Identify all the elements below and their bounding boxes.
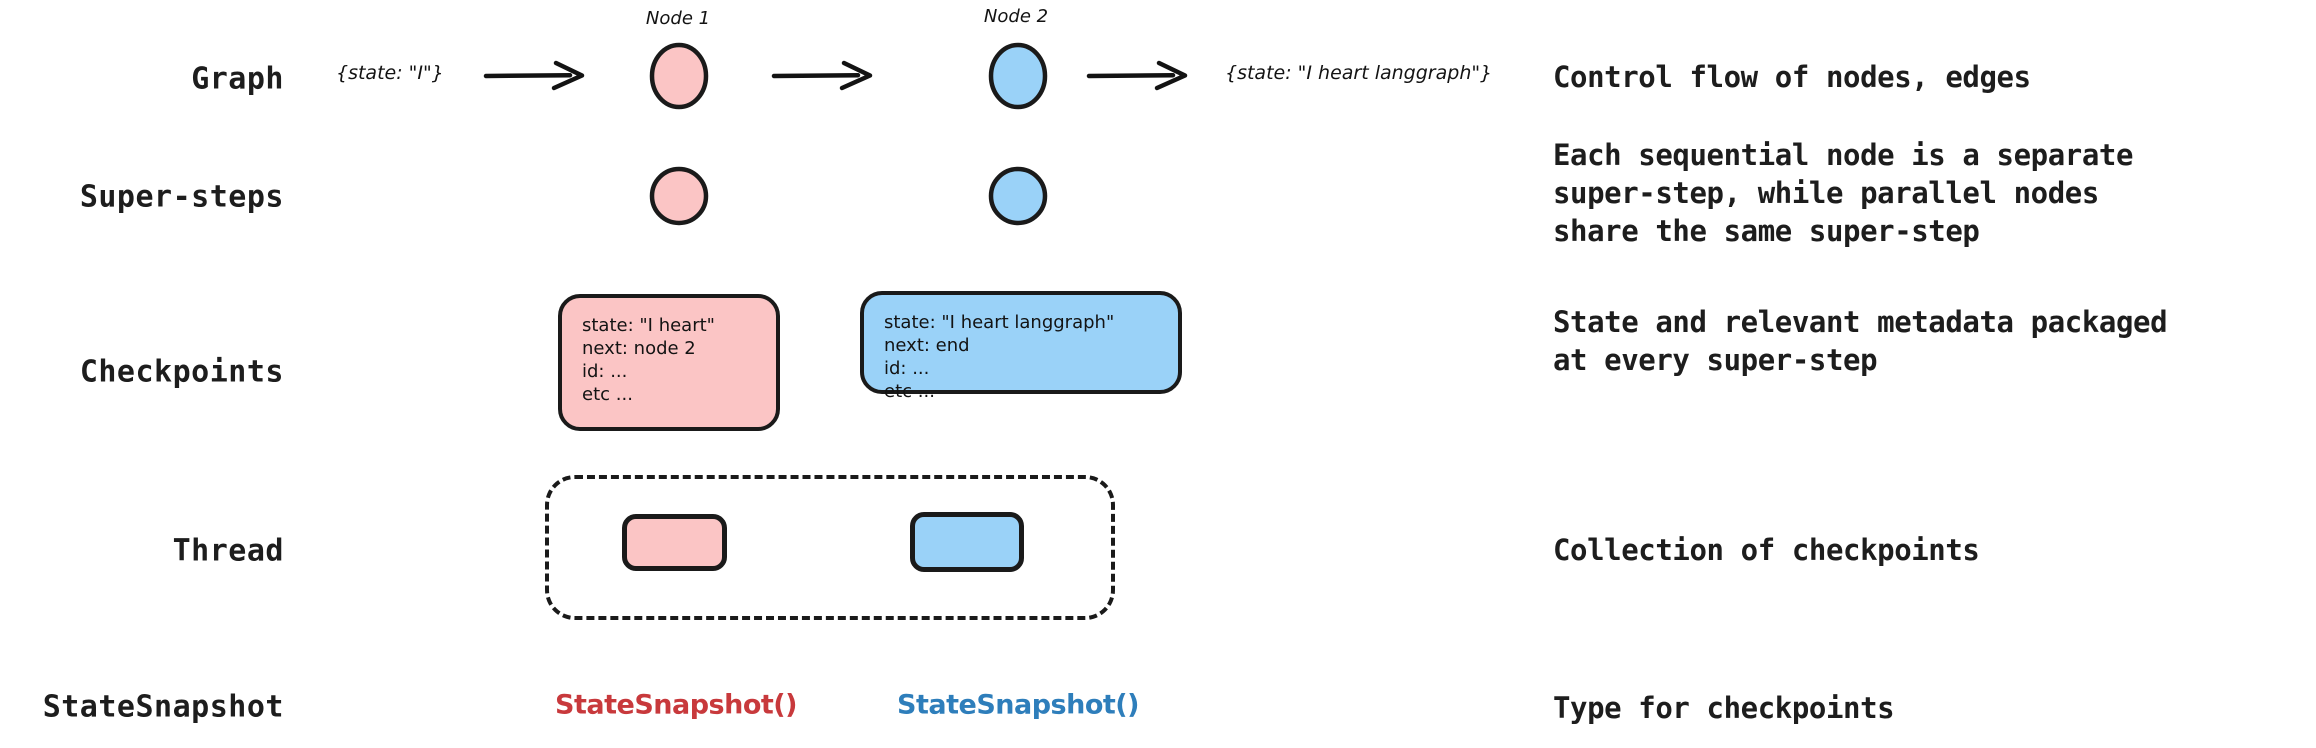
row-label-statesnapshot: StateSnapshot: [42, 689, 284, 725]
row-description-statesnapshot: Type for checkpoints: [1553, 691, 1895, 725]
row-label-graph: Graph: [191, 61, 284, 97]
statesnapshot-label-pink: StateSnapshot(): [555, 689, 797, 721]
node-2-caption: Node 2: [983, 6, 1049, 27]
row-description-thread: Collection of checkpoints: [1553, 533, 1980, 567]
thread-checkpoint-1[interactable]: [622, 514, 727, 571]
edge-arrow-1: [483, 60, 585, 91]
statesnapshot-label-blue: StateSnapshot(): [897, 689, 1139, 721]
edge-arrow-2: [771, 60, 873, 91]
row-description-super-steps: Each sequential node is a separate super…: [1553, 138, 2134, 248]
row-label-checkpoints: Checkpoints: [79, 354, 284, 390]
edge-arrow-3: [1086, 60, 1188, 91]
superstep-node-1[interactable]: [648, 165, 710, 227]
thread-checkpoint-2[interactable]: [910, 512, 1024, 572]
node-1-caption: Node 1: [645, 8, 711, 29]
thread-container: [545, 475, 1115, 620]
checkpoint-card-2[interactable]: state: "I heart langgraph" next: end id:…: [860, 291, 1182, 402]
row-description-checkpoints: State and relevant metadata packaged at …: [1553, 305, 2168, 377]
superstep-node-2[interactable]: [987, 165, 1049, 227]
row-label-super-steps: Super-steps: [79, 179, 284, 215]
row-description-graph: Control flow of nodes, edges: [1553, 60, 2031, 94]
graph-node-2[interactable]: [985, 40, 1051, 112]
output-state-annotation: {state: "I heart langgraph"}: [1225, 62, 1493, 84]
checkpoint-card-1[interactable]: state: "I heart" next: node 2 id: ... et…: [558, 294, 780, 431]
input-state-annotation: {state: "I"}: [336, 62, 444, 84]
row-label-thread: Thread: [172, 533, 284, 569]
graph-node-1[interactable]: [646, 40, 712, 112]
